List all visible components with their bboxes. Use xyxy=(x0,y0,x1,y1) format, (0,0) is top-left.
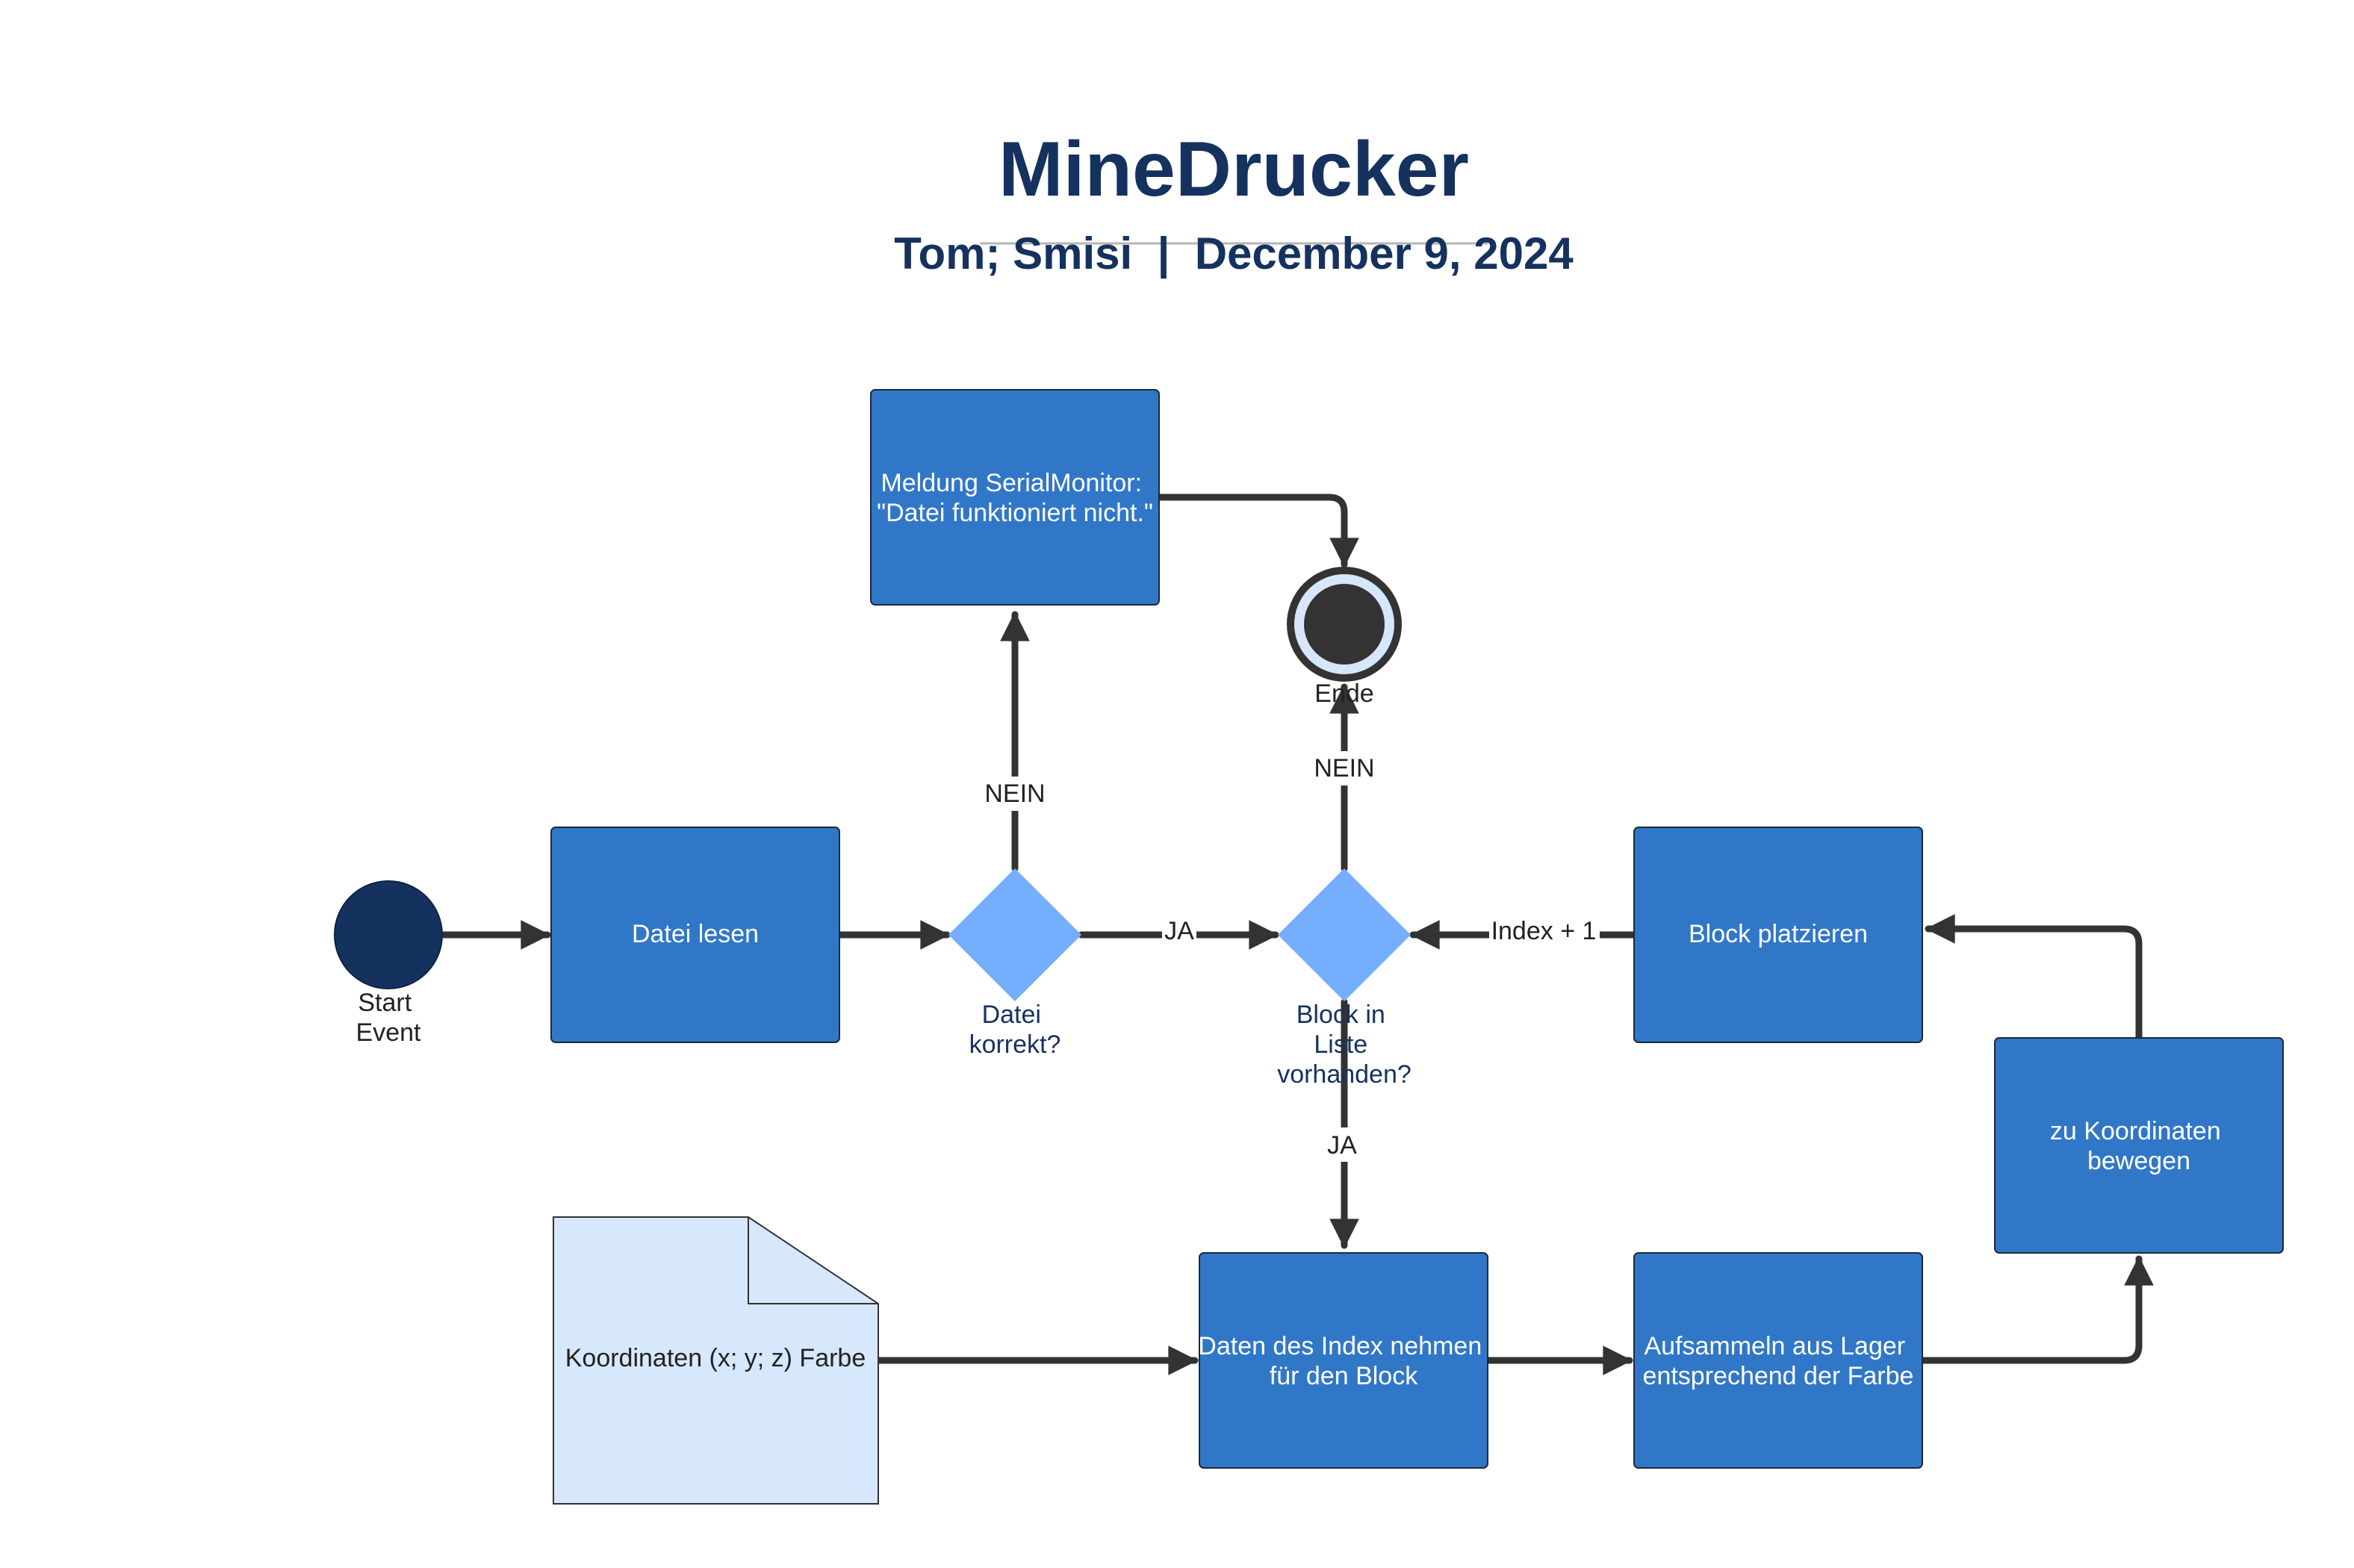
document-koordinaten-shape xyxy=(553,1216,879,1505)
process-aufsammeln[interactable]: Aufsammeln aus Lager entsprechend der Fa… xyxy=(1633,1252,1923,1469)
process-zu-koordinaten-label: zu Koordinaten bewegen xyxy=(2050,1117,2228,1175)
edge-labels: NEIN JA NEIN JA Index + 1 xyxy=(980,751,1600,1162)
edge-aufsammeln-to-zu-koordinaten xyxy=(1919,1255,2154,1364)
process-datei-lesen[interactable]: Datei lesen xyxy=(550,827,840,1043)
edge-meldung-to-ende xyxy=(1155,494,1359,568)
edge-label-nein-block: NEIN xyxy=(1314,754,1374,783)
start-event-circle xyxy=(334,880,443,989)
edge-label-index-plus-one: Index + 1 xyxy=(1491,917,1597,945)
end-event-label: Ende xyxy=(1314,679,1373,708)
decision-datei-korrekt[interactable]: Datei korrekt? xyxy=(948,868,1081,1059)
end-event[interactable]: Ende xyxy=(1287,567,1402,708)
document-koordinaten-fold xyxy=(748,1217,878,1304)
process-datei-lesen-label: Datei lesen xyxy=(632,920,759,948)
decision-block-in-liste-diamond xyxy=(1278,868,1411,1001)
decision-block-in-liste-label: Block in Liste vorhanden? xyxy=(1277,1001,1412,1089)
process-meldung-serialmonitor-label: Meldung SerialMonitor: "Datei funktionie… xyxy=(877,469,1153,527)
document-koordinaten-label: Koordinaten (x; y; z) Farbe xyxy=(565,1344,866,1372)
edge-label-ja-block: JA xyxy=(1327,1131,1357,1160)
process-block-platzieren-label: Block platzieren xyxy=(1689,920,1868,948)
edge-label-ja-datei: JA xyxy=(1164,917,1194,945)
process-aufsammeln-label: Aufsammeln aus Lager entsprechend der Fa… xyxy=(1643,1332,1914,1390)
decision-block-in-liste[interactable]: Block in Liste vorhanden? xyxy=(1277,868,1412,1089)
edge-zu-koordinaten-to-block-platzieren xyxy=(1925,914,2143,1040)
start-event-label: Start Event xyxy=(356,989,421,1047)
process-meldung-serialmonitor[interactable]: Meldung SerialMonitor: "Datei funktionie… xyxy=(870,389,1160,606)
diagram-title: MineDrucker xyxy=(999,126,1469,213)
process-block-platzieren[interactable]: Block platzieren xyxy=(1633,827,1923,1043)
decision-datei-korrekt-label: Datei korrekt? xyxy=(969,1001,1061,1059)
process-zu-koordinaten[interactable]: zu Koordinaten bewegen xyxy=(1994,1037,2284,1254)
process-daten-index[interactable]: Daten des Index nehmen für den Block xyxy=(1198,1252,1488,1469)
process-daten-index-label: Daten des Index nehmen für den Block xyxy=(1198,1332,1488,1390)
decision-datei-korrekt-diamond xyxy=(948,868,1081,1001)
start-event[interactable]: Start Event xyxy=(334,880,443,1047)
end-event-core xyxy=(1304,584,1385,665)
edge-label-nein-datei: NEIN xyxy=(984,780,1045,808)
diagram-subtitle: Tom; Smisi | December 9, 2024 xyxy=(894,228,1574,279)
document-koordinaten[interactable]: Koordinaten (x; y; z) Farbe xyxy=(553,1216,879,1505)
